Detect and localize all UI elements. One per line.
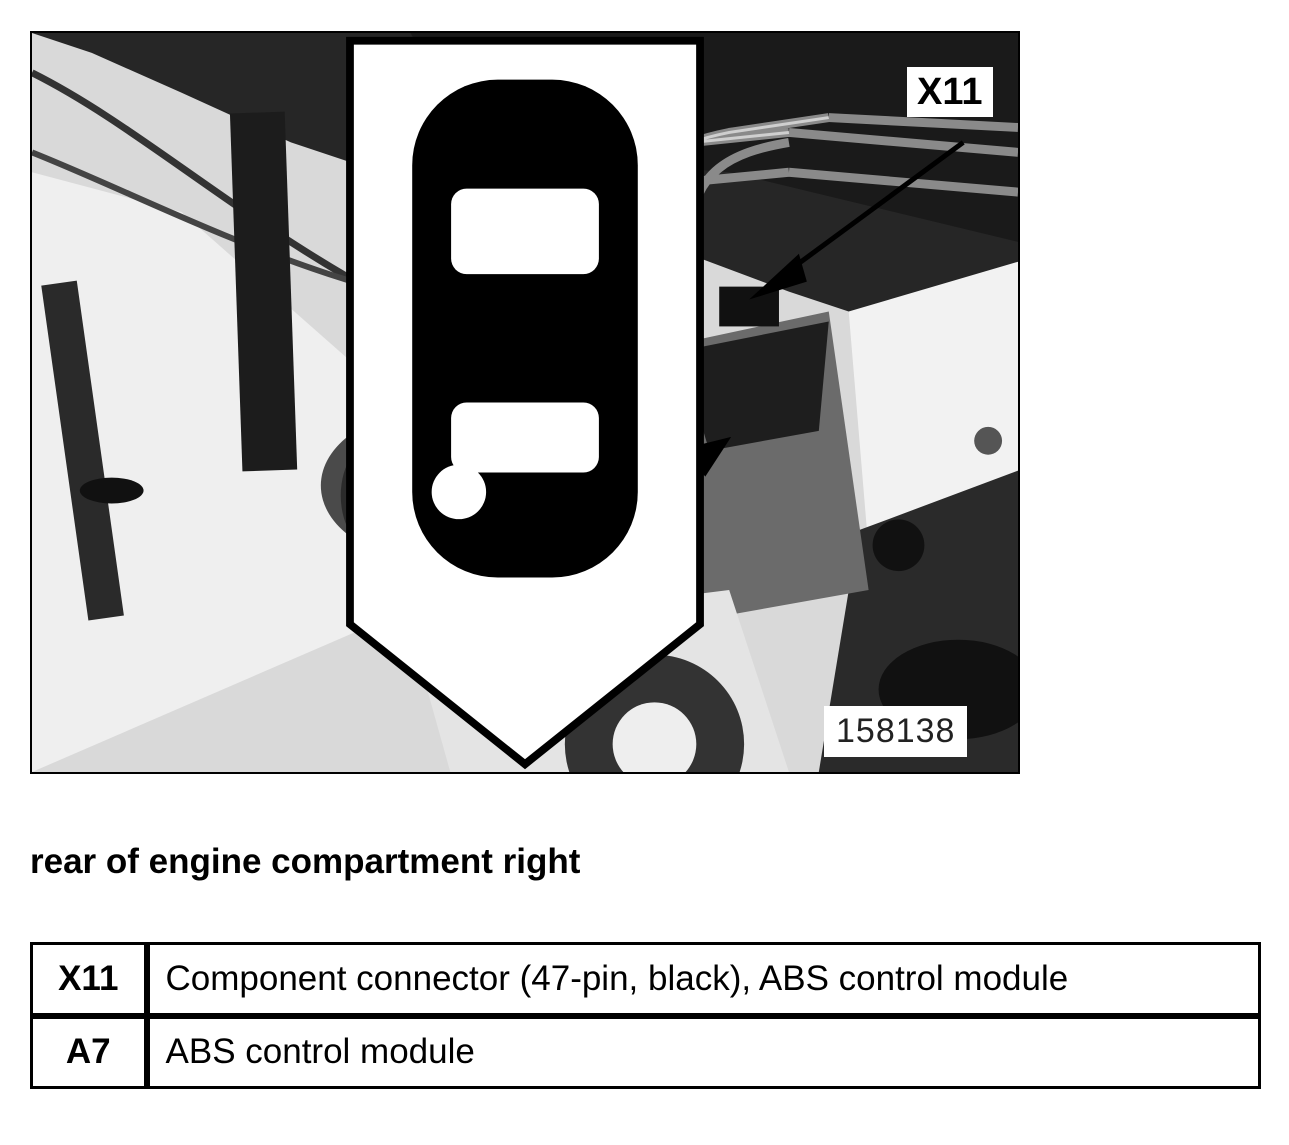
table-row: X11 Component connector (47-pin, black),…: [30, 942, 1261, 1019]
car-location-icon: [346, 36, 704, 770]
table-row: A7 ABS control module: [30, 1012, 1261, 1089]
callout-x11: X11: [907, 67, 993, 117]
component-location-photo: X11 A7 158138: [30, 31, 1020, 774]
legend-table: X11 Component connector (47-pin, black),…: [30, 942, 1261, 1089]
figure-caption: rear of engine compartment right: [30, 842, 581, 881]
figure-number: 158138: [824, 706, 968, 757]
legend-description: Component connector (47-pin, black), ABS…: [143, 942, 1261, 1019]
legend-code: A7: [30, 1012, 150, 1089]
legend-code: X11: [30, 942, 150, 1019]
legend-description: ABS control module: [143, 1012, 1261, 1089]
